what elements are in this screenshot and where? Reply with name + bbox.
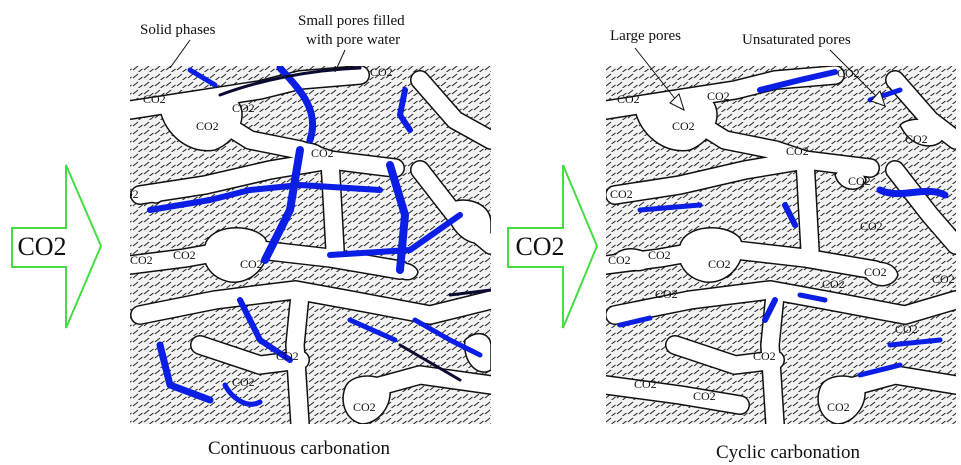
- co2-label: CO2: [864, 265, 887, 279]
- arrow-label-right: CO2: [515, 232, 564, 261]
- co2-label: CO2: [353, 400, 376, 414]
- co2-label: CO2: [860, 219, 883, 233]
- pore-dark-channels: [218, 66, 491, 382]
- co2-label: CO2: [848, 174, 871, 188]
- label-large-pores: Large pores: [610, 28, 681, 44]
- co2-label: CO2: [786, 144, 809, 158]
- co2-label: CO2: [610, 187, 633, 201]
- co2-label: CO2: [608, 253, 631, 267]
- co2-label: CO2: [311, 146, 334, 160]
- leader-solid-phases: [169, 39, 191, 69]
- co2-label: CO2: [634, 377, 657, 391]
- leader-small-pores: [334, 49, 346, 73]
- co2-label: CO2: [196, 119, 219, 133]
- pore-network-white: [606, 66, 956, 424]
- co2-label: CO2: [240, 257, 263, 271]
- co2-label: CO2: [672, 119, 695, 133]
- co2-label: CO2: [708, 257, 731, 271]
- caption-continuous: Continuous carbonation: [208, 438, 391, 459]
- label-small-pores-line1: Small pores filled: [298, 13, 405, 29]
- co2-label: CO2: [822, 277, 845, 291]
- leader-unsaturated-pores: [829, 49, 881, 101]
- co2-label: CO2: [655, 287, 678, 301]
- co2-label: CO2: [173, 248, 196, 262]
- label-solid-phases: Solid phases: [140, 22, 216, 38]
- co2-label: CO2: [370, 65, 393, 79]
- co2-label: CO2: [707, 89, 730, 103]
- co2-label: CO2: [232, 101, 255, 115]
- label-small-pores-line2: with pore water: [306, 32, 400, 48]
- co2-label: CO2: [837, 66, 860, 80]
- right-annotations: Large pores Unsaturated pores: [610, 28, 886, 111]
- leader-large-pores: [634, 47, 681, 106]
- co2-pore-labels-right: CO2 CO2 CO2 CO2 CO2 CO2 CO2 CO2 CO2 CO2 …: [608, 66, 955, 414]
- arrowhead-large-pores: [669, 93, 685, 111]
- co2-arrow-right: CO2: [507, 164, 599, 329]
- co2-label: CO2: [753, 349, 776, 363]
- co2-label: CO2: [827, 400, 850, 414]
- pore-water-channels: [617, 69, 949, 378]
- co2-label: CO2: [276, 349, 299, 363]
- co2-label: CO2: [693, 389, 716, 403]
- pore-water-channels: [147, 66, 483, 407]
- co2-pore-labels-left: CO2 CO2 CO2 CO2 CO2 CO2 CO2 CO2 CO2 CO2 …: [116, 65, 393, 414]
- co2-label: CO2: [648, 248, 671, 262]
- co2-label: CO2: [905, 132, 928, 146]
- co2-label: CO2: [617, 92, 640, 106]
- co2-label: CO2: [932, 272, 955, 286]
- caption-cyclic: Cyclic carbonation: [716, 442, 861, 463]
- arrowhead-unsaturated-pores: [870, 90, 886, 107]
- left-annotations: Solid phases Small pores filled with por…: [140, 13, 405, 73]
- label-unsaturated-pores: Unsaturated pores: [742, 32, 851, 48]
- arrow-label-left: CO2: [17, 232, 66, 261]
- co2-label: CO2: [116, 187, 139, 201]
- co2-label: CO2: [130, 253, 153, 267]
- panel-continuous-carbonation: CO2 CO2 CO2 CO2 CO2 CO2 CO2 CO2 CO2 CO2 …: [116, 65, 491, 424]
- co2-label: CO2: [895, 322, 918, 336]
- co2-arrow-left: CO2: [11, 164, 103, 329]
- panel-cyclic-carbonation: CO2 CO2 CO2 CO2 CO2 CO2 CO2 CO2 CO2 CO2 …: [606, 66, 956, 424]
- pore-network-white: [130, 66, 491, 424]
- co2-label: CO2: [143, 92, 166, 106]
- co2-label: CO2: [232, 375, 255, 389]
